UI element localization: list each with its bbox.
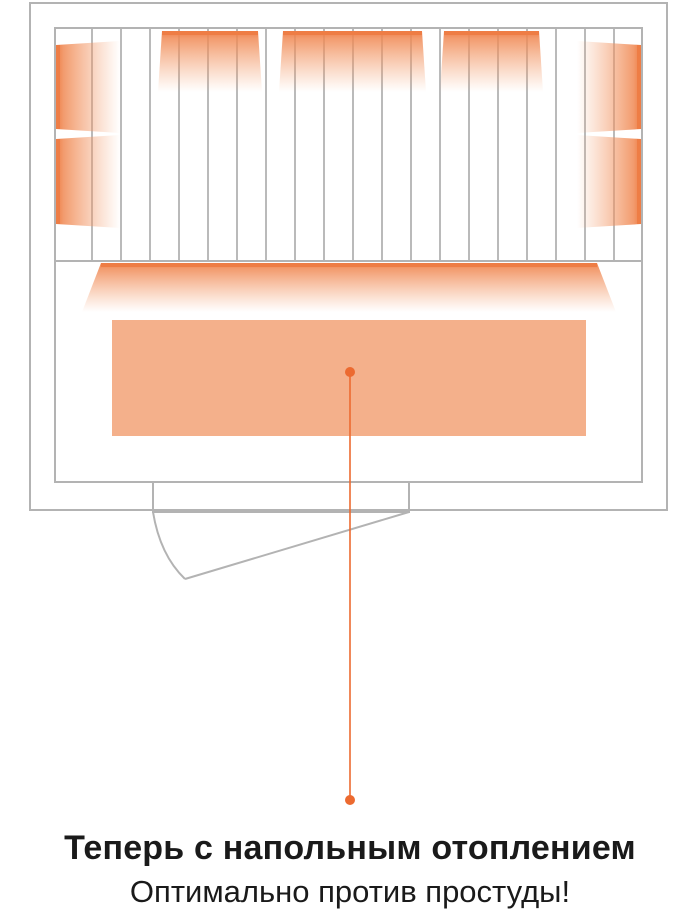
door-icon	[152, 482, 410, 580]
back-wall-heater-icon	[158, 31, 543, 92]
sauna-floor-plan	[29, 2, 668, 805]
side-wall-heater-icon	[56, 41, 641, 228]
caption-title: Теперь с напольным отоплением	[64, 829, 636, 867]
callout-pointer-icon	[345, 367, 355, 805]
floor-heater-icon	[112, 320, 586, 436]
caption-subtitle: Оптимально против простуды!	[129, 874, 571, 909]
bench-heater-icon	[82, 263, 616, 312]
